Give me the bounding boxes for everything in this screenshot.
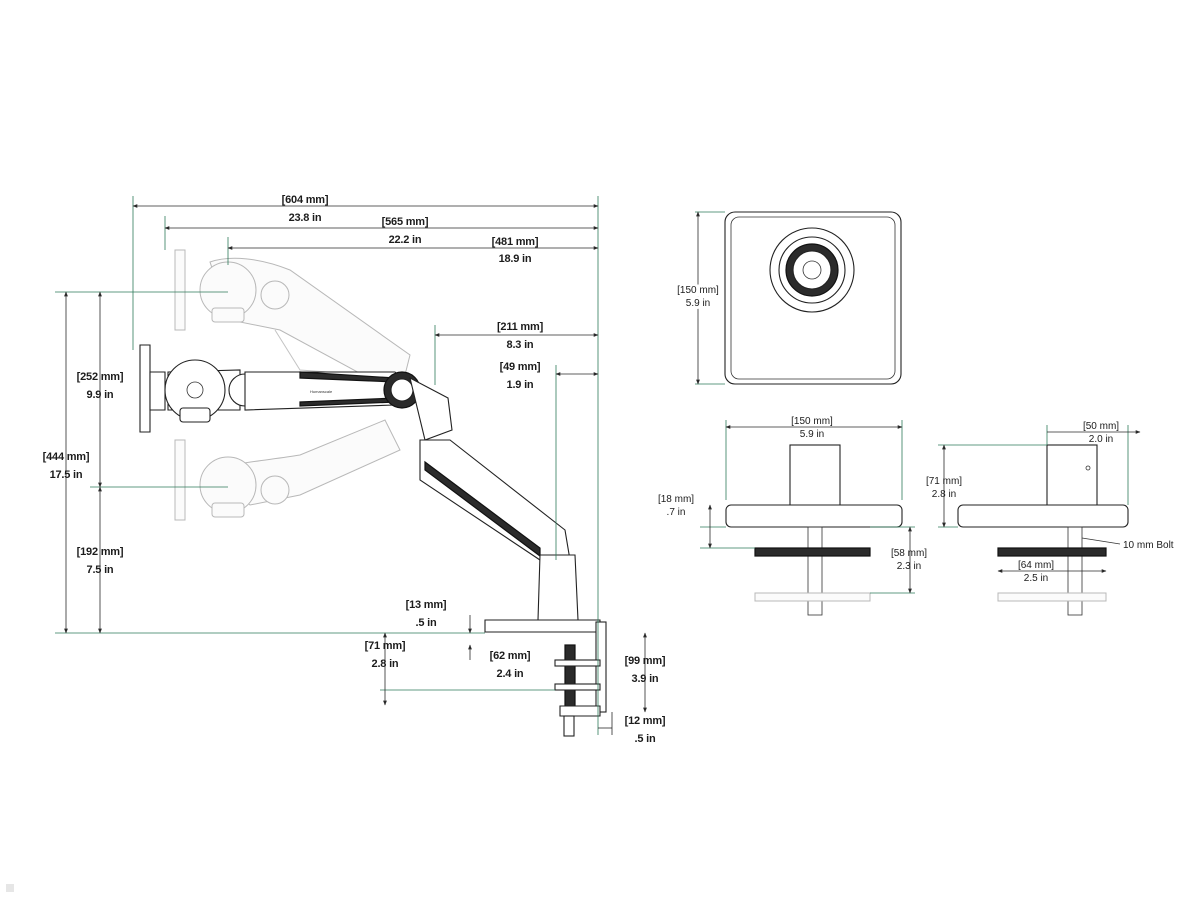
main-arm: Humanscale [139, 344, 601, 633]
clamp-range-mm: [62 mm] [490, 650, 531, 662]
front-width-in: 5.9 in [800, 429, 824, 440]
desk-clamp [554, 621, 607, 737]
corner-mark [6, 884, 14, 892]
profile-post-height-in: 2.8 in [932, 489, 956, 500]
height-total-in: 17.5 in [50, 469, 83, 481]
side-view: Humanscale [43, 194, 666, 745]
front-base-thickness-mm: [18 mm] [658, 494, 694, 505]
profile-clamp-width-in: 2.5 in [1024, 573, 1048, 584]
profile-post-width-mm: [50 mm] [1083, 421, 1119, 432]
base-thickness-mm: [13 mm] [406, 599, 447, 611]
front-base-thickness-in: .7 in [667, 507, 686, 518]
height-range-in: 9.9 in [87, 389, 114, 401]
profile-clamp-width-mm: [64 mm] [1018, 560, 1054, 571]
ghost-lower-arm [174, 419, 401, 521]
clamp-depth-mm: [71 mm] [365, 640, 406, 652]
front-width-mm: [150 mm] [791, 416, 833, 427]
profile-view: [50 mm] 2.0 in [71 mm] 2.8 in [64 mm] 2.… [926, 421, 1174, 616]
width-overall-in: 23.8 in [289, 212, 322, 224]
front-clamp-height-mm: [58 mm] [891, 548, 927, 559]
width-min-in: 18.9 in [499, 253, 532, 265]
clamp-height-mm: [99 mm] [625, 655, 666, 667]
top-height-in-halo: 5.9 in [686, 298, 710, 309]
desk-gap-in: .5 in [634, 733, 655, 745]
pole-offset-mm: [49 mm] [500, 361, 541, 373]
arm-reach-in: 8.3 in [507, 339, 534, 351]
height-min-mm: [192 mm] [77, 546, 124, 558]
profile-post-height-mm: [71 mm] [926, 476, 962, 487]
base-thickness-in: .5 in [415, 617, 436, 629]
clamp-height-in: 3.9 in [632, 673, 659, 685]
width-mid-in: 22.2 in [389, 234, 422, 246]
profile-post-width-in: 2.0 in [1089, 434, 1113, 445]
brand-mark: Humanscale [310, 389, 333, 394]
front-clamp-height-in: 2.3 in [897, 561, 921, 572]
width-mid-mm: [565 mm] [382, 216, 429, 228]
top-height-mm: [150 mm] [677, 285, 719, 296]
desk-gap-mm: [12 mm] [625, 715, 666, 727]
clamp-range-in: 2.4 in [497, 668, 524, 680]
arm-reach-mm: [211 mm] [497, 321, 544, 333]
top-height-halo: [150 mm] [677, 285, 719, 296]
top-view: [150 mm] [150 mm] 5.9 in 5.9 in [674, 211, 902, 385]
bolt-label: 10 mm Bolt [1123, 540, 1174, 551]
pole-offset-in: 1.9 in [507, 379, 534, 391]
height-min-in: 7.5 in [87, 564, 114, 576]
width-min-mm: [481 mm] [492, 236, 539, 248]
ghost-upper-arm [174, 249, 411, 396]
width-overall-mm: [604 mm] [282, 194, 329, 206]
clamp-depth-in: 2.8 in [372, 658, 399, 670]
top-height-in: 5.9 in [686, 298, 710, 309]
front-view: [150 mm] 5.9 in [18 mm] .7 in [58 mm] 2.… [658, 416, 927, 616]
height-total-mm: [444 mm] [43, 451, 90, 463]
height-range-mm: [252 mm] [77, 371, 124, 383]
